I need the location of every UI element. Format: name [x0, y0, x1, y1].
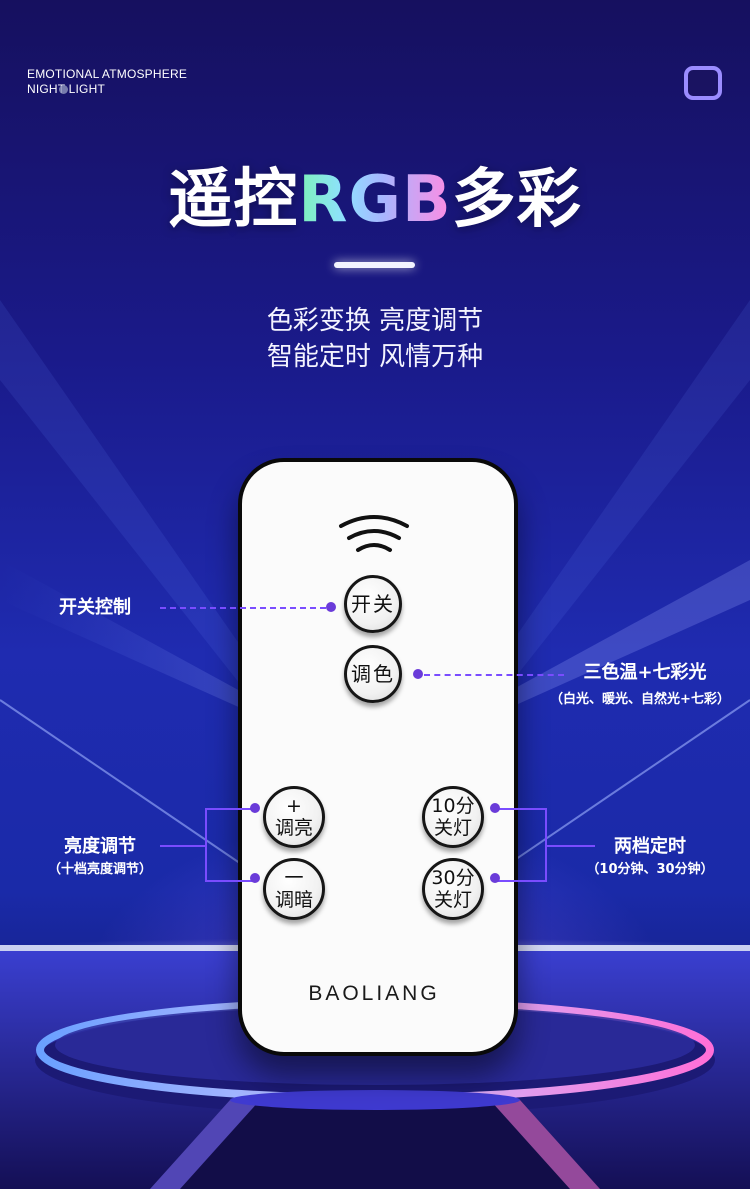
subtitle-line-2: 智能定时 风情万种	[266, 342, 484, 372]
callout-timer-subtitle: （10分钟、30分钟）	[586, 862, 714, 877]
title-underline	[334, 262, 415, 268]
power-button[interactable]: 开关	[344, 575, 402, 633]
rounded-square-icon	[684, 66, 722, 100]
callout-brightness-title: 亮度调节	[64, 836, 136, 857]
tagline-line-1: EMOTIONAL ATMOSPHERE	[27, 67, 188, 81]
pin-timer-30	[490, 873, 500, 883]
title-part-2: 多彩	[451, 163, 582, 237]
remote-brand-name: BAOLIANG	[308, 982, 440, 1005]
pin-power	[326, 602, 336, 612]
color-button[interactable]: 调色	[344, 645, 402, 703]
callout-timer-title: 两档定时	[614, 836, 686, 857]
callout-color-subtitle: （白光、暖光、自然光+七彩）	[550, 692, 730, 707]
bracket-brightness	[205, 808, 255, 882]
timer-30min-button[interactable]: 30分 关灯	[422, 858, 484, 920]
pin-color	[413, 669, 423, 679]
leader-line-power	[160, 607, 326, 609]
leader-line-brightness	[160, 845, 205, 847]
page-title: 遥控RGB多彩	[0, 160, 750, 240]
pin-brightness-up	[250, 803, 260, 813]
timer-10min-button[interactable]: 10分 关灯	[422, 786, 484, 848]
pin-brightness-down	[250, 873, 260, 883]
pin-timer-10	[490, 803, 500, 813]
callout-brightness-subtitle: （十档亮度调节）	[47, 862, 152, 877]
infrared-signal-icon	[339, 515, 409, 552]
tagline-dot-icon	[59, 85, 68, 94]
subtitle-line-1: 色彩变换 亮度调节	[266, 306, 484, 336]
title-highlight-rgb: RGB	[298, 163, 452, 237]
title-part-1: 遥控	[168, 163, 299, 237]
remote-control	[238, 458, 518, 1056]
brightness-up-button[interactable]: + 调亮	[263, 786, 325, 848]
bracket-timer	[497, 808, 547, 882]
callout-power: 开关控制	[59, 597, 131, 618]
callout-color-title: 三色温+七彩光	[583, 662, 707, 683]
brand-tagline: EMOTIONAL ATMOSPHERE NIGHT LIGHT	[27, 67, 187, 97]
leader-line-timer	[545, 845, 595, 847]
tagline-line-2: NIGHT LIGHT	[27, 82, 105, 96]
brightness-down-button[interactable]: 一 调暗	[263, 858, 325, 920]
leader-line-color	[424, 674, 564, 676]
